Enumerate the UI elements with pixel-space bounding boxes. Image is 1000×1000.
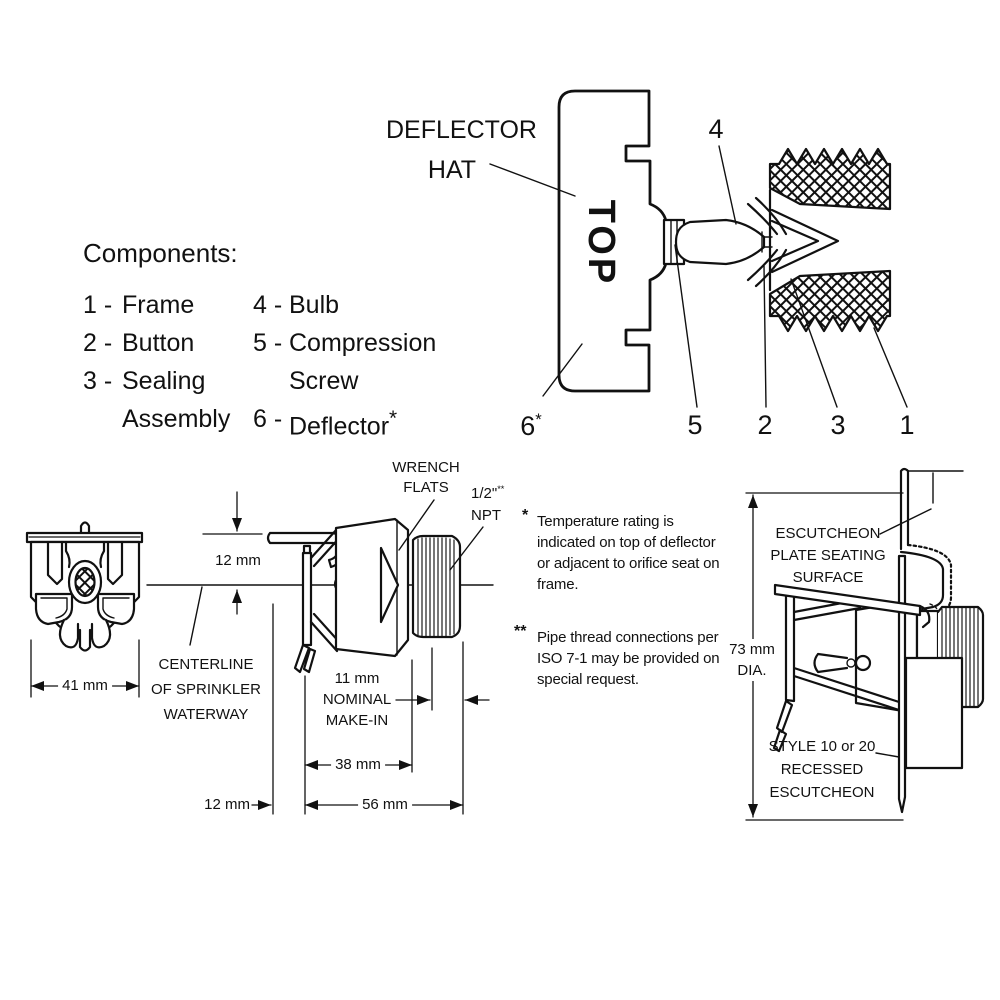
npt-leader	[449, 526, 484, 571]
extension-lines	[272, 603, 464, 815]
frame-upper-wall	[768, 147, 892, 211]
seating-leader	[879, 508, 932, 535]
esc-clip	[772, 699, 794, 753]
button-flare	[746, 196, 788, 288]
callout-leaders	[489, 145, 908, 408]
escutcheon-plate	[899, 467, 964, 618]
frame-section	[768, 147, 892, 333]
front-right-wing	[96, 592, 136, 626]
bulb	[674, 218, 773, 266]
side-deflector-plate	[301, 551, 313, 647]
esc-lower-arm	[792, 666, 901, 712]
npt-size-label: 1/2"**	[471, 484, 505, 502]
leader-4	[718, 145, 737, 225]
centerline-leader	[189, 586, 203, 646]
esc-deflector-plate	[784, 591, 796, 703]
dim-73mm-label: 73 mm DIA.	[725, 639, 779, 681]
wrench-flats-leader	[398, 499, 435, 551]
front-inner-slots	[46, 540, 124, 586]
dim-56mm-label: 56 mm	[358, 797, 412, 813]
callout-1: 1	[899, 410, 915, 440]
make-in-label: 11 mm NOMINAL MAKE-IN	[322, 670, 392, 729]
side-threads	[411, 534, 462, 639]
side-deflector	[266, 531, 347, 674]
front-petals	[58, 618, 112, 652]
recessed-style-label: STYLE 10 or 20 RECESSED ESCUTCHEON	[768, 738, 876, 801]
esc-bulb	[813, 652, 872, 674]
wrench-flats-label: WRENCH FLATS	[392, 459, 460, 496]
leader-deflector-hat	[489, 163, 576, 197]
side-view-drawing	[266, 499, 484, 674]
leader-5	[674, 244, 698, 408]
callout-3: 3	[830, 410, 846, 440]
esc-blade	[897, 554, 907, 814]
leader-3	[790, 278, 838, 408]
escutcheon-drawing	[745, 467, 985, 821]
note1-star: *	[522, 507, 529, 524]
pipe-thread-note: Pipe thread connections per ISO 7-1 may …	[537, 629, 720, 688]
leader-6	[542, 343, 583, 397]
note2-star: **	[514, 623, 527, 640]
front-pin	[79, 521, 91, 535]
frame-lower-wall	[768, 269, 892, 333]
side-wrench-flats-body	[334, 517, 410, 658]
side-frame-arms	[309, 527, 343, 653]
esc-flange-bar	[773, 583, 931, 629]
deflector-note-star: *	[389, 407, 398, 430]
leader-2	[763, 265, 767, 408]
callout-6: 6*	[520, 410, 542, 441]
top-marking-text: TOP	[580, 200, 622, 286]
centerline-label: CENTERLINE OF SPRINKLER WATERWAY	[150, 656, 262, 723]
esc-sleeve	[904, 656, 964, 770]
esc-sprinkler	[772, 591, 985, 753]
leader-1	[873, 327, 908, 408]
cross-section-drawing: TOP	[489, 89, 908, 408]
dim-12mm-bottom-label: 12 mm	[204, 796, 250, 813]
dim-38mm-label: 38 mm	[331, 757, 385, 773]
front-screw-slot	[74, 566, 96, 598]
sealing-assembly-spring	[768, 188, 840, 292]
callout-4: 4	[708, 114, 724, 144]
style-leader	[875, 752, 900, 758]
dim-41mm-label: 41 mm	[58, 678, 112, 694]
deflector-hat-plate	[557, 89, 668, 393]
deflector-hat-label: DEFLECTOR HAT	[386, 116, 537, 184]
npt-type-label: NPT	[471, 507, 501, 524]
callout-2: 2	[757, 410, 773, 440]
callout-5: 5	[687, 410, 703, 440]
dim-12mm-top-label: 12 mm	[215, 552, 261, 569]
side-clip	[293, 643, 317, 674]
components-heading: Components:	[83, 238, 238, 268]
seating-surface-label: ESCUTCHEON PLATE SEATING SURFACE	[770, 525, 886, 586]
temperature-note: Temperature rating is indicated on top o…	[537, 513, 720, 593]
front-left-wing	[34, 592, 74, 626]
front-view-drawing	[25, 521, 144, 698]
